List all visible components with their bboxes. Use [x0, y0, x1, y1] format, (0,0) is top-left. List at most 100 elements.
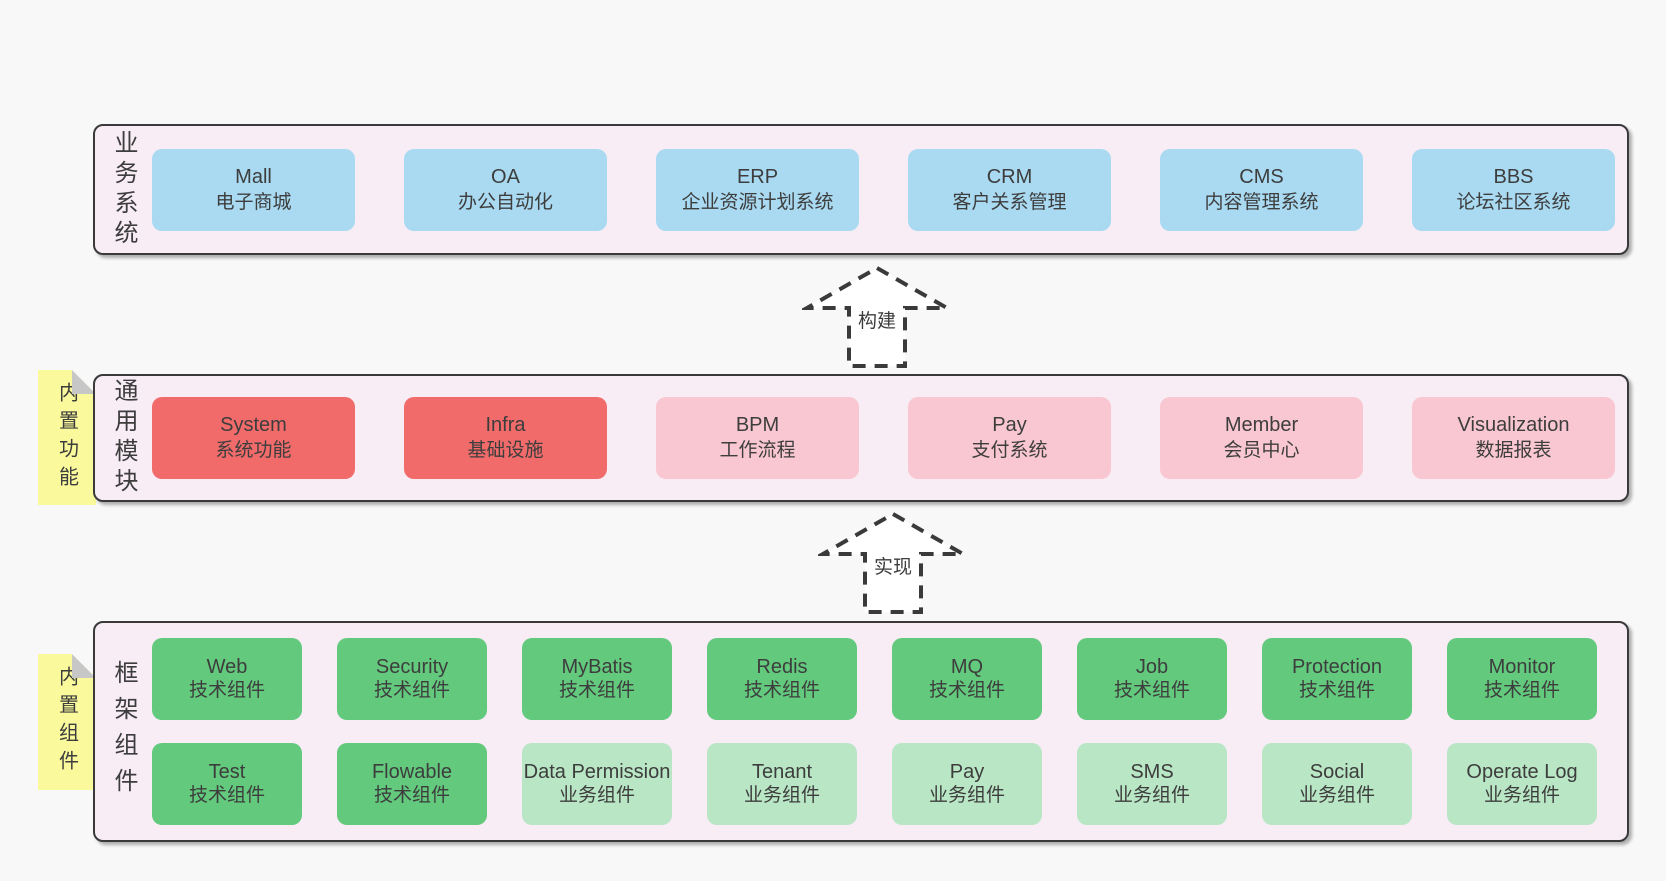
module-box: BPM 工作流程 — [656, 397, 859, 479]
box-title-zh: 支付系统 — [971, 440, 1048, 461]
module-box: Web 技术组件 — [152, 638, 302, 720]
components-box-row-1: Web 技术组件 Security 技术组件 MyBatis 技术组件 Redi… — [152, 638, 1627, 720]
sticky-tab-built-in-components: 内置组件 — [38, 654, 96, 790]
box-title-en: Mall — [235, 165, 272, 188]
box-title-zh: 工作流程 — [719, 440, 796, 461]
box-title-zh: 客户关系管理 — [952, 191, 1067, 213]
business-systems-panel: 业务系统 Mall 电子商城 OA 办公自动化 ERP 企业资源计划系统 CRM… — [93, 124, 1629, 255]
module-box: Tenant 业务组件 — [707, 743, 857, 825]
box-title-en: SMS — [1130, 761, 1174, 783]
arrow-label: 构建 — [854, 306, 900, 333]
box-title-zh: 业务组件 — [928, 785, 1005, 806]
box-title-en: Security — [375, 656, 449, 678]
box-title-zh: 业务组件 — [1298, 785, 1375, 806]
box-title-en: Redis — [756, 656, 808, 678]
box-title-en: Monitor — [1488, 656, 1556, 678]
box-title-en: OA — [491, 165, 520, 188]
box-title-en: Infra — [485, 414, 526, 436]
module-box: Data Permission 业务组件 — [522, 743, 672, 825]
build-arrow: 构建 — [802, 264, 952, 370]
box-title-zh: 业务组件 — [743, 785, 820, 806]
box-title-zh: 技术组件 — [558, 680, 635, 701]
box-title-zh: 会员中心 — [1223, 440, 1300, 461]
framework-components-panel: 框架组件 Web 技术组件 Security 技术组件 MyBatis 技术组件… — [93, 621, 1629, 842]
arrow-label: 实现 — [870, 552, 916, 579]
module-box: Redis 技术组件 — [707, 638, 857, 720]
box-title-zh: 论坛社区系统 — [1456, 191, 1571, 213]
sticky-tab-label: 内置功能 — [55, 381, 78, 494]
business-box-row: Mall 电子商城 OA 办公自动化 ERP 企业资源计划系统 CRM 客户关系… — [152, 126, 1627, 253]
module-box: SMS 业务组件 — [1077, 743, 1227, 825]
box-title-en: ERP — [736, 165, 779, 188]
panel-title: 业务系统 — [110, 129, 137, 250]
box-title-zh: 技术组件 — [1298, 680, 1375, 701]
box-title-zh: 办公自动化 — [457, 191, 553, 213]
module-box: System 系统功能 — [152, 397, 355, 479]
box-title-en: Web — [206, 656, 248, 678]
box-title-zh: 业务组件 — [1483, 785, 1560, 806]
box-title-zh: 技术组件 — [373, 680, 450, 701]
box-title-zh: 企业资源计划系统 — [681, 191, 834, 213]
module-box: Operate Log 业务组件 — [1447, 743, 1597, 825]
module-box: Infra 基础设施 — [404, 397, 607, 479]
box-title-en: CMS — [1239, 165, 1284, 188]
box-title-zh: 系统功能 — [215, 440, 292, 461]
box-title-en: System — [220, 414, 287, 436]
box-title-zh: 技术组件 — [1483, 680, 1560, 701]
box-title-en: Operate Log — [1466, 761, 1578, 783]
box-title-zh: 技术组件 — [188, 680, 265, 701]
module-box: Test 技术组件 — [152, 743, 302, 825]
box-title-zh: 内容管理系统 — [1204, 191, 1319, 213]
panel-title: 通用模块 — [110, 378, 137, 498]
module-box: Pay 支付系统 — [908, 397, 1111, 479]
panel-title: 框架组件 — [110, 659, 137, 804]
module-box: CMS 内容管理系统 — [1160, 148, 1363, 231]
box-title-en: Flowable — [371, 761, 453, 783]
box-title-zh: 业务组件 — [1113, 785, 1190, 806]
common-modules-panel: 通用模块 System 系统功能 Infra 基础设施 BPM 工作流程 Pay… — [93, 374, 1629, 502]
module-box: Job 技术组件 — [1077, 638, 1227, 720]
module-box: Social 业务组件 — [1262, 743, 1412, 825]
module-box: BBS 论坛社区系统 — [1412, 148, 1615, 231]
box-title-en: Protection — [1291, 656, 1383, 678]
box-title-en: Data Permission — [523, 761, 671, 783]
box-title-zh: 数据报表 — [1475, 440, 1552, 461]
module-box: OA 办公自动化 — [404, 148, 607, 231]
box-title-zh: 技术组件 — [188, 785, 265, 806]
box-title-zh: 技术组件 — [928, 680, 1005, 701]
components-rows: Web 技术组件 Security 技术组件 MyBatis 技术组件 Redi… — [152, 623, 1627, 840]
module-box: Security 技术组件 — [337, 638, 487, 720]
box-title-en: Test — [208, 761, 246, 783]
module-box: Protection 技术组件 — [1262, 638, 1412, 720]
components-box-row-2: Test 技术组件 Flowable 技术组件 Data Permission … — [152, 743, 1627, 825]
box-title-en: Job — [1135, 656, 1169, 678]
box-title-zh: 技术组件 — [1113, 680, 1190, 701]
box-title-en: MyBatis — [561, 656, 633, 678]
sticky-tab-built-in-features: 内置功能 — [38, 370, 96, 505]
modules-box-row: System 系统功能 Infra 基础设施 BPM 工作流程 Pay 支付系统… — [152, 376, 1627, 500]
module-box: Pay 业务组件 — [892, 743, 1042, 825]
module-box: Visualization 数据报表 — [1412, 397, 1615, 479]
box-title-en: Pay — [992, 414, 1027, 436]
box-title-zh: 技术组件 — [743, 680, 820, 701]
sticky-tab-label: 内置组件 — [55, 666, 78, 778]
box-title-zh: 业务组件 — [558, 785, 635, 806]
box-title-zh: 电子商城 — [215, 191, 292, 213]
module-box: MyBatis 技术组件 — [522, 638, 672, 720]
module-box: MQ 技术组件 — [892, 638, 1042, 720]
module-box: ERP 企业资源计划系统 — [656, 148, 859, 231]
module-box: Flowable 技术组件 — [337, 743, 487, 825]
box-title-en: Tenant — [751, 761, 813, 783]
implement-arrow: 实现 — [818, 510, 968, 616]
box-title-en: Pay — [949, 761, 985, 783]
module-box: Monitor 技术组件 — [1447, 638, 1597, 720]
box-title-en: MQ — [950, 656, 984, 678]
box-title-en: BPM — [735, 414, 780, 436]
module-box: Mall 电子商城 — [152, 148, 355, 231]
module-box: CRM 客户关系管理 — [908, 148, 1111, 231]
box-title-en: Social — [1309, 761, 1365, 783]
box-title-en: Visualization — [1457, 414, 1570, 436]
box-title-zh: 技术组件 — [373, 785, 450, 806]
box-title-zh: 基础设施 — [467, 440, 544, 461]
